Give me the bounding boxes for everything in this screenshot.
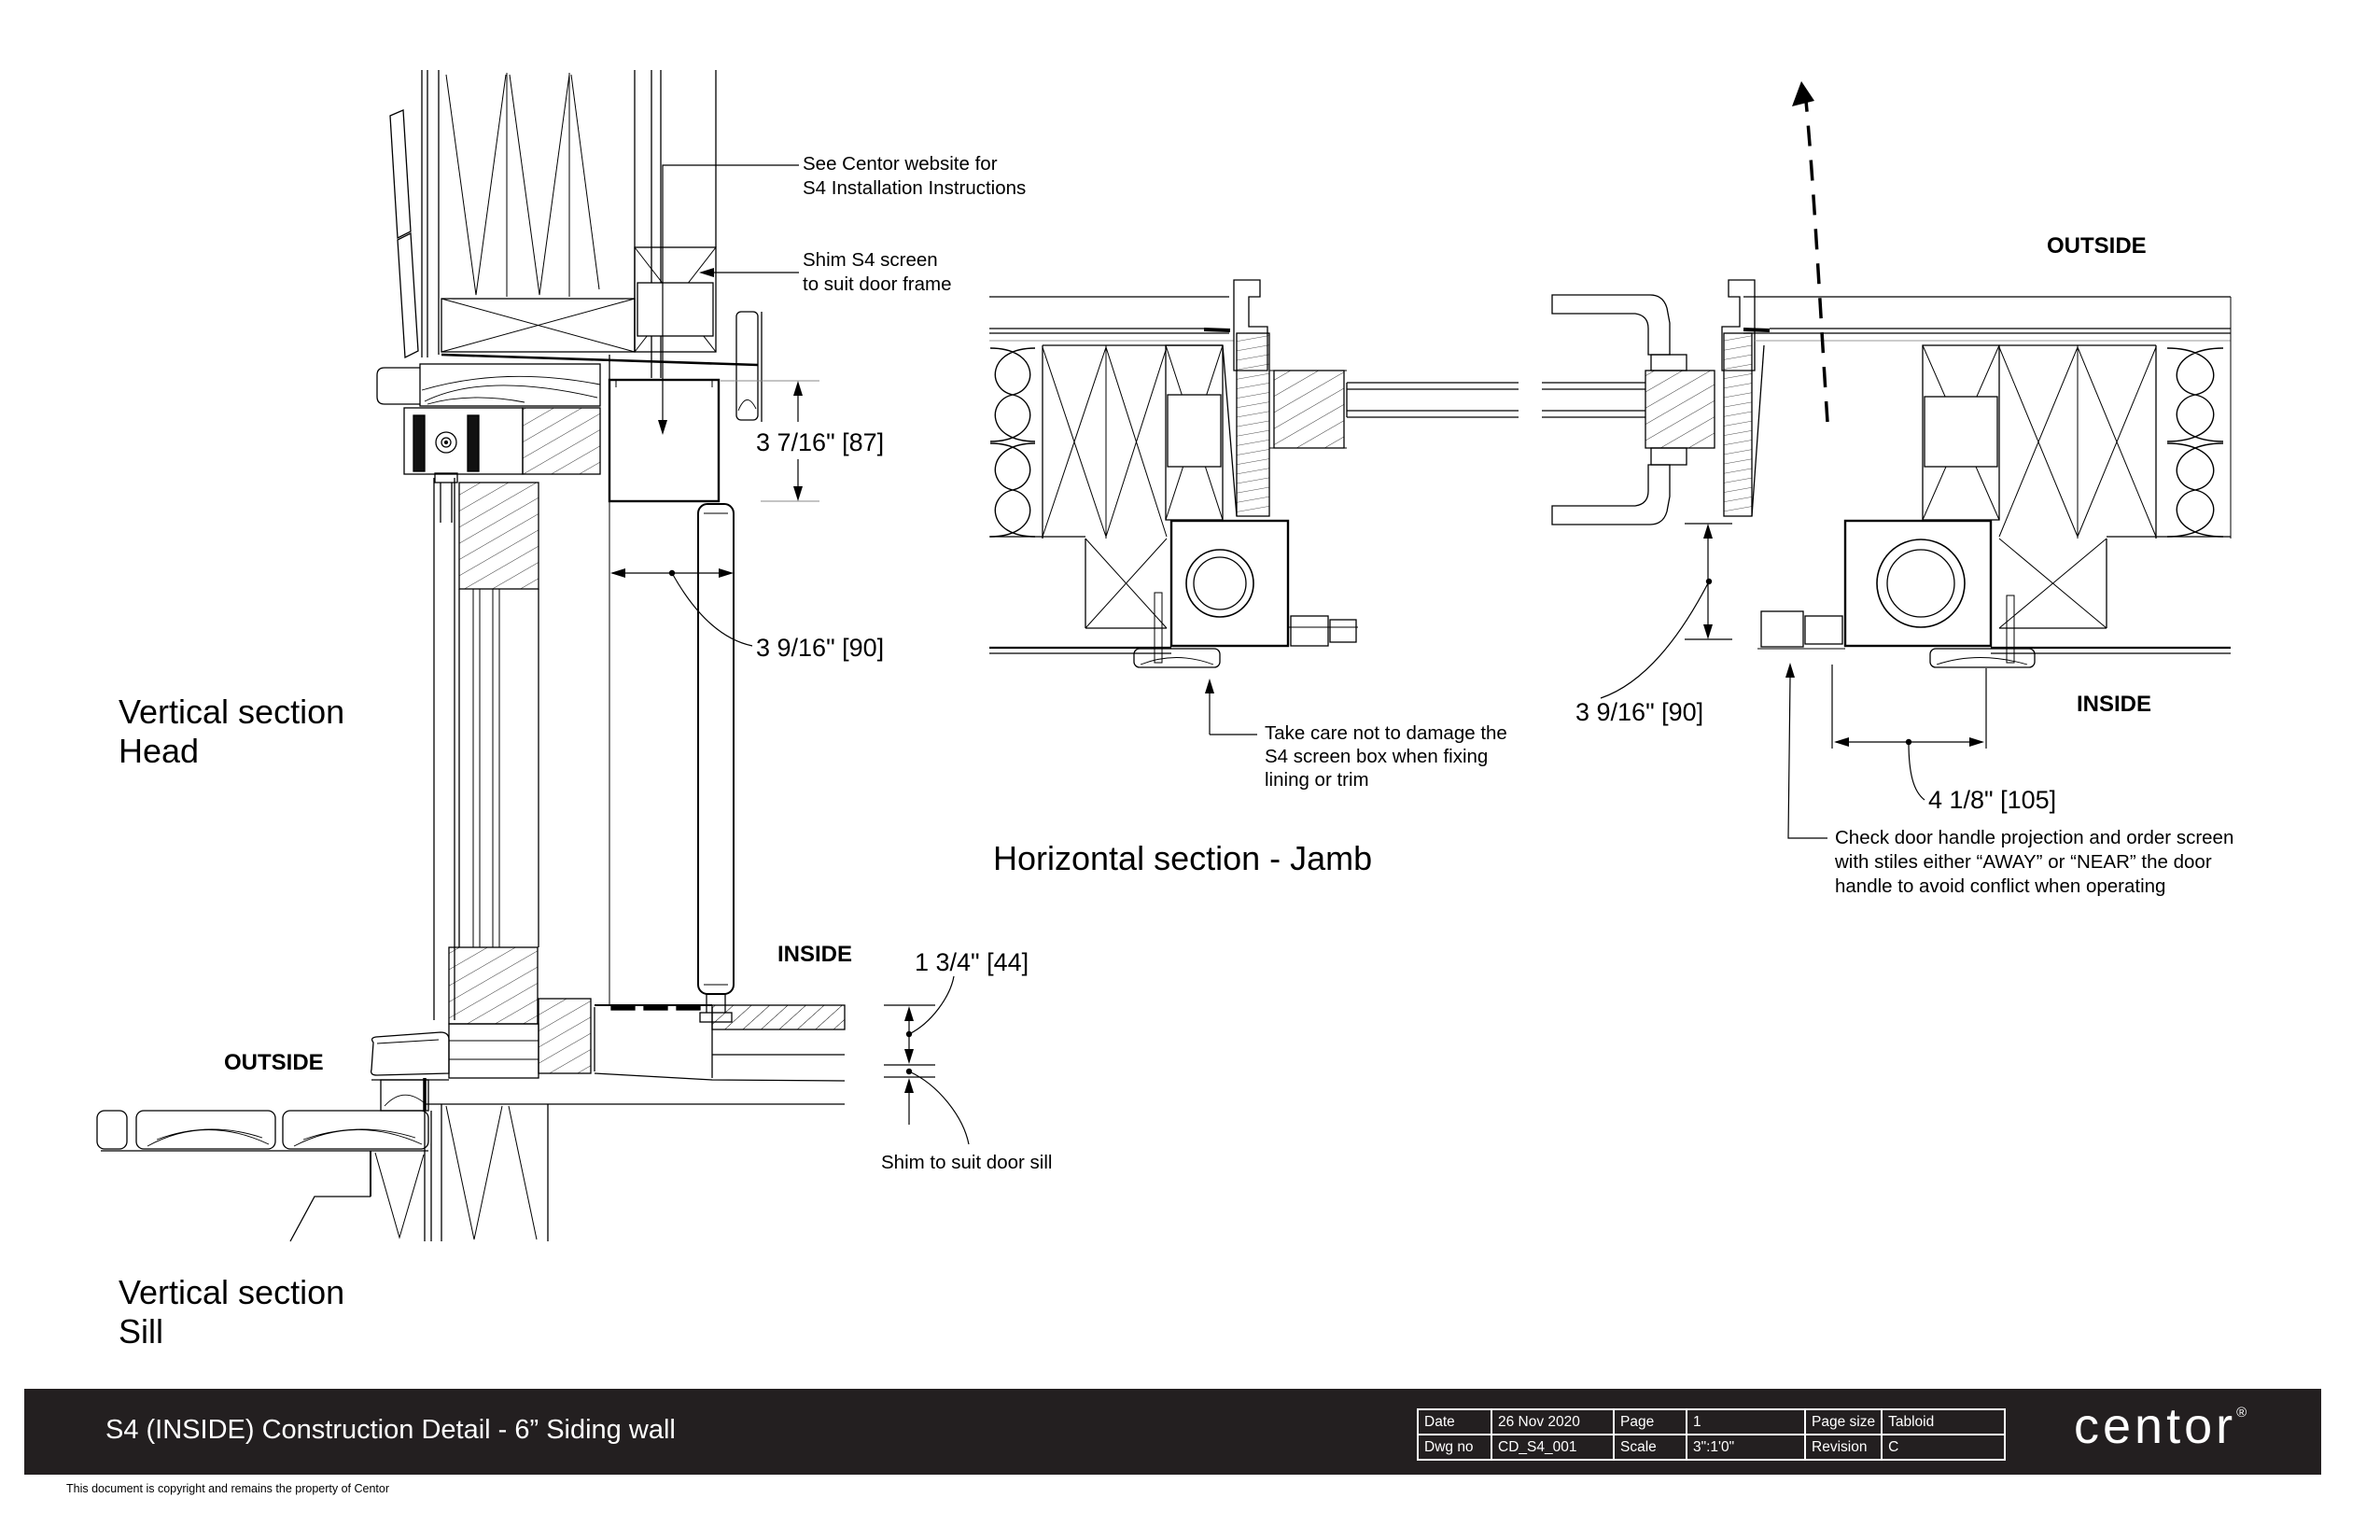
check-handle-leader — [1785, 663, 1827, 839]
check-handle-note: Check door handle projection and order s… — [1835, 827, 2233, 848]
arrow-up-icon — [1205, 679, 1214, 693]
date-label: Date — [1417, 1408, 1492, 1435]
arrow-left-icon — [610, 568, 625, 578]
shim-screen-note: to suit door frame — [803, 273, 952, 295]
sill-annotations — [884, 975, 970, 1145]
door-sill-assembly — [370, 998, 592, 1081]
jamb-left-lining — [989, 646, 1221, 668]
sheet-title: S4 (INSIDE) Construction Detail - 6” Sid… — [105, 1415, 676, 1445]
sill-height-dim-text: 1 3/4" [44] — [915, 948, 1029, 976]
shim-screen-leader — [699, 268, 799, 277]
jamb-width-dim-text: 4 1/8" [105] — [1928, 786, 2056, 814]
jamb-width-dimension — [1831, 665, 1987, 801]
sill-section-drawing — [96, 998, 846, 1242]
jamb-left-wall — [989, 296, 1238, 629]
centor-logo: centor® — [2074, 1397, 2247, 1455]
jamb-right-drawing — [1542, 81, 2232, 839]
sill-section-title: Vertical section — [119, 1273, 344, 1311]
revision-value: C — [1881, 1434, 2007, 1461]
drawing-text: See Centor website for S4 Installation I… — [119, 153, 2233, 1351]
shim-sill-note: Shim to suit door sill — [881, 1152, 1052, 1173]
arrow-right-icon — [719, 568, 734, 578]
arrow-up-icon — [1785, 663, 1795, 678]
arrow-up-icon — [1703, 524, 1713, 539]
head-height-dimension — [721, 380, 819, 502]
head-annotations — [610, 164, 819, 647]
interior-floor — [425, 1004, 846, 1105]
screen-mesh-and-stile — [609, 501, 735, 1023]
table-row: Dwg no CD_S4_001 Scale 3":1'0" Revision … — [1417, 1434, 2007, 1461]
door-leaf-vertical — [433, 478, 539, 1025]
arrow-up-icon — [904, 1006, 914, 1021]
head-depth-dim-text: 3 9/16" [90] — [756, 634, 884, 662]
take-care-note: S4 screen box when fixing — [1265, 746, 1488, 767]
deck-and-wall-below — [96, 1078, 549, 1242]
head-section-title: Vertical section — [119, 693, 344, 731]
jamb-left-screen-box — [1154, 519, 1358, 664]
page-label: Page — [1613, 1408, 1687, 1435]
arrow-left-icon — [1834, 737, 1849, 747]
head-wall-structure — [389, 70, 763, 422]
head-height-dim-text: 3 7/16" [87] — [756, 428, 884, 456]
check-handle-note: handle to avoid conflict when operating — [1835, 875, 2165, 897]
jamb-right-door-leaf — [1542, 294, 1715, 525]
swing-direction-arrow — [1792, 81, 1829, 423]
jamb-right-wall — [1743, 296, 2232, 629]
sill-height-dimension — [884, 975, 970, 1145]
arrow-up-icon — [904, 1078, 914, 1093]
arrow-left-icon — [699, 268, 714, 277]
jamb-left-door-leaf — [1346, 382, 1519, 418]
arrow-right-icon — [1969, 737, 1984, 747]
page-size-value: Tabloid — [1881, 1408, 2007, 1435]
jamb-right-screen-box — [1757, 519, 2015, 664]
jamb-depth-dim-text: 3 9/16" [90] — [1575, 698, 1703, 726]
head-section-drawing — [376, 70, 763, 1025]
jamb-right-lining — [1929, 646, 2231, 668]
jamb-section-title: Horizontal section - Jamb — [993, 839, 1372, 877]
dwg-no-value: CD_S4_001 — [1491, 1434, 1615, 1461]
take-care-leader — [1205, 679, 1257, 735]
see-website-note: S4 Installation Instructions — [803, 177, 1026, 199]
head-frame-assembly — [376, 355, 721, 523]
arrow-down-icon — [904, 1049, 914, 1064]
take-care-note: Take care not to damage the — [1265, 722, 1507, 744]
inside-label-jamb: INSIDE — [2077, 692, 2151, 717]
head-depth-dimension — [610, 568, 753, 647]
arrow-up-icon — [793, 381, 803, 396]
jamb-left-frame — [1233, 279, 1347, 517]
centor-logo-text: centor — [2074, 1398, 2237, 1454]
scale-value: 3":1'0" — [1686, 1434, 1806, 1461]
title-block-table: Date 26 Nov 2020 Page 1 Page size Tabloi… — [1417, 1408, 2007, 1461]
jamb-depth-dimension — [1600, 523, 1732, 699]
date-value: 26 Nov 2020 — [1491, 1408, 1615, 1435]
arrow-down-icon — [658, 420, 667, 435]
scale-label: Scale — [1613, 1434, 1687, 1461]
revision-label: Revision — [1803, 1434, 1883, 1461]
arrow-down-icon — [793, 486, 803, 501]
see-website-leader — [658, 164, 799, 435]
head-section-title: Head — [119, 732, 199, 770]
see-website-note: See Centor website for — [803, 153, 998, 175]
inside-label-head: INSIDE — [777, 942, 852, 967]
arrow-down-icon — [1703, 624, 1713, 639]
jamb-left-drawing — [989, 279, 1519, 735]
take-care-note: lining or trim — [1265, 769, 1369, 791]
jamb-right-frame — [1721, 279, 1765, 517]
outside-label-sill: OUTSIDE — [224, 1050, 324, 1075]
shim-screen-note: Shim S4 screen — [803, 249, 938, 271]
copyright-note: This document is copyright and remains t… — [66, 1482, 390, 1495]
sill-section-title: Sill — [119, 1312, 163, 1351]
screen-sill-channel — [594, 1004, 713, 1078]
registered-mark-icon: ® — [2236, 1405, 2247, 1421]
arrow-up-icon — [1792, 81, 1814, 106]
dwg-no-label: Dwg no — [1417, 1434, 1492, 1461]
table-row: Date 26 Nov 2020 Page 1 Page size Tabloi… — [1417, 1408, 2007, 1435]
page-value: 1 — [1686, 1408, 1806, 1435]
outside-label-jamb: OUTSIDE — [2047, 233, 2147, 259]
page-size-label: Page size — [1803, 1408, 1883, 1435]
check-handle-note: with stiles either “AWAY” or “NEAR” the … — [1834, 851, 2212, 873]
